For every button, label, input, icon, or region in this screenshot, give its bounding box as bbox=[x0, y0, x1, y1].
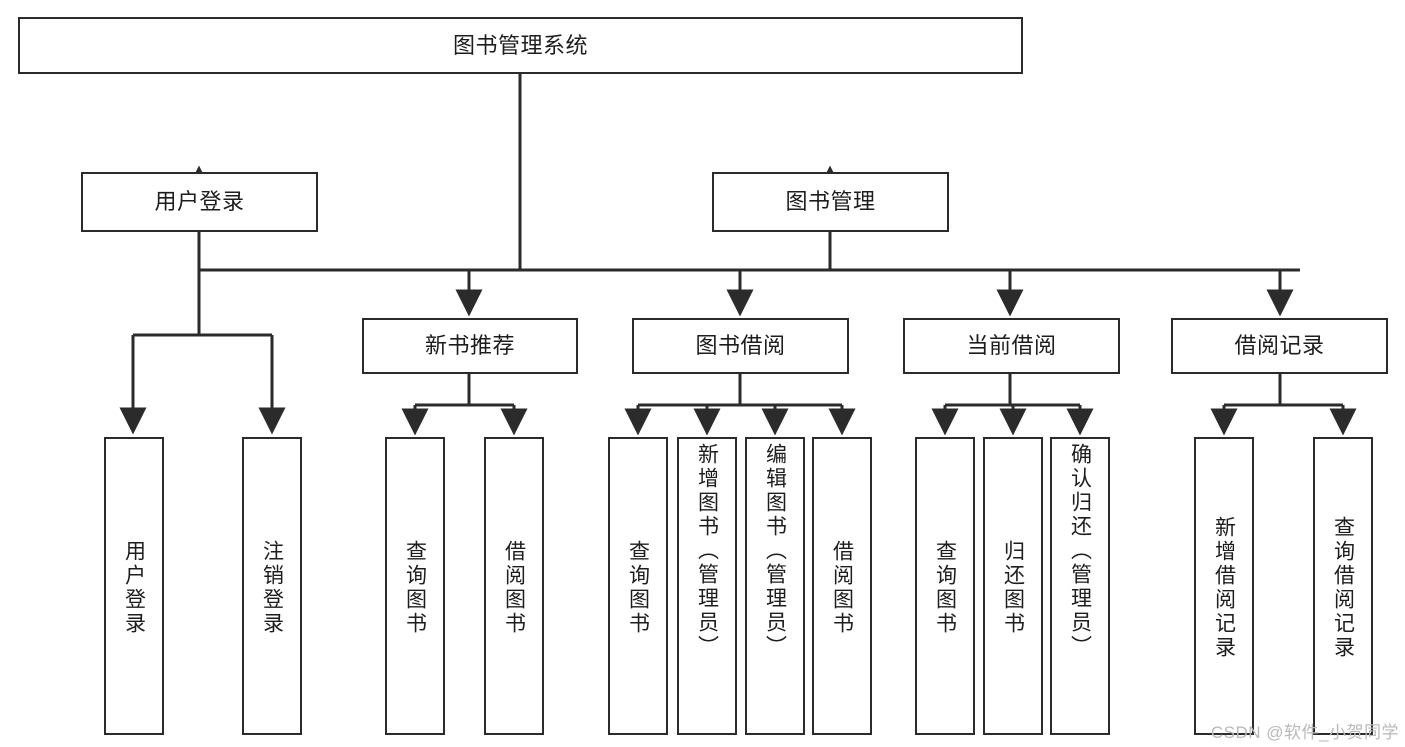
node-root-label: 图书管理系统 bbox=[452, 32, 588, 58]
node-leaf-logout[interactable]: 注销登录 bbox=[242, 437, 302, 735]
node-leaf-borrow-book-recommend[interactable]: 借阅图书 bbox=[484, 437, 544, 735]
node-book-borrow-label: 图书借阅 bbox=[695, 333, 786, 359]
node-book-manage[interactable]: 图书管理 bbox=[712, 172, 949, 232]
node-current-borrow[interactable]: 当前借阅 bbox=[903, 318, 1120, 374]
node-leaf-borrow-book-recommend-label: 借阅图书 bbox=[502, 540, 526, 636]
node-borrow-record-label: 借阅记录 bbox=[1234, 333, 1325, 359]
node-leaf-add-book-label: 新增图书（管理员） bbox=[695, 443, 719, 659]
node-leaf-return-book[interactable]: 归还图书 bbox=[983, 437, 1043, 735]
node-leaf-user-login[interactable]: 用户登录 bbox=[104, 437, 164, 735]
node-leaf-return-book-label: 归还图书 bbox=[1001, 540, 1025, 636]
node-new-book-recommend[interactable]: 新书推荐 bbox=[362, 318, 578, 374]
node-leaf-query-book-recommend-label: 查询图书 bbox=[403, 540, 427, 636]
node-leaf-user-login-label: 用户登录 bbox=[122, 540, 146, 636]
node-leaf-confirm-return[interactable]: 确认归还（管理员） bbox=[1050, 437, 1110, 735]
node-leaf-query-book[interactable]: 查询图书 bbox=[608, 437, 668, 735]
node-leaf-edit-book-label: 编辑图书（管理员） bbox=[763, 443, 787, 659]
node-leaf-borrow-book-label: 借阅图书 bbox=[830, 540, 854, 636]
node-leaf-query-book-recommend[interactable]: 查询图书 bbox=[385, 437, 445, 735]
node-leaf-query-book-current[interactable]: 查询图书 bbox=[915, 437, 975, 735]
node-leaf-logout-label: 注销登录 bbox=[260, 540, 284, 636]
node-leaf-confirm-return-label: 确认归还（管理员） bbox=[1068, 443, 1092, 659]
node-leaf-query-book-label: 查询图书 bbox=[626, 540, 650, 636]
node-root[interactable]: 图书管理系统 bbox=[18, 17, 1023, 74]
node-leaf-borrow-book[interactable]: 借阅图书 bbox=[812, 437, 872, 735]
node-user-login[interactable]: 用户登录 bbox=[81, 172, 318, 232]
node-leaf-add-borrow-record-label: 新增借阅记录 bbox=[1212, 516, 1236, 660]
node-leaf-query-borrow-record-label: 查询借阅记录 bbox=[1331, 516, 1355, 660]
node-book-manage-label: 图书管理 bbox=[785, 189, 876, 215]
node-new-book-recommend-label: 新书推荐 bbox=[424, 333, 515, 359]
watermark-text: CSDN @软件_小贺同学 bbox=[1210, 723, 1399, 742]
node-book-borrow[interactable]: 图书借阅 bbox=[632, 318, 849, 374]
node-leaf-query-book-current-label: 查询图书 bbox=[933, 540, 957, 636]
node-borrow-record[interactable]: 借阅记录 bbox=[1171, 318, 1388, 374]
node-leaf-add-borrow-record[interactable]: 新增借阅记录 bbox=[1194, 437, 1254, 735]
node-user-login-label: 用户登录 bbox=[154, 189, 245, 215]
node-leaf-edit-book[interactable]: 编辑图书（管理员） bbox=[745, 437, 805, 735]
node-leaf-query-borrow-record[interactable]: 查询借阅记录 bbox=[1313, 437, 1373, 735]
node-current-borrow-label: 当前借阅 bbox=[966, 333, 1057, 359]
node-leaf-add-book[interactable]: 新增图书（管理员） bbox=[677, 437, 737, 735]
